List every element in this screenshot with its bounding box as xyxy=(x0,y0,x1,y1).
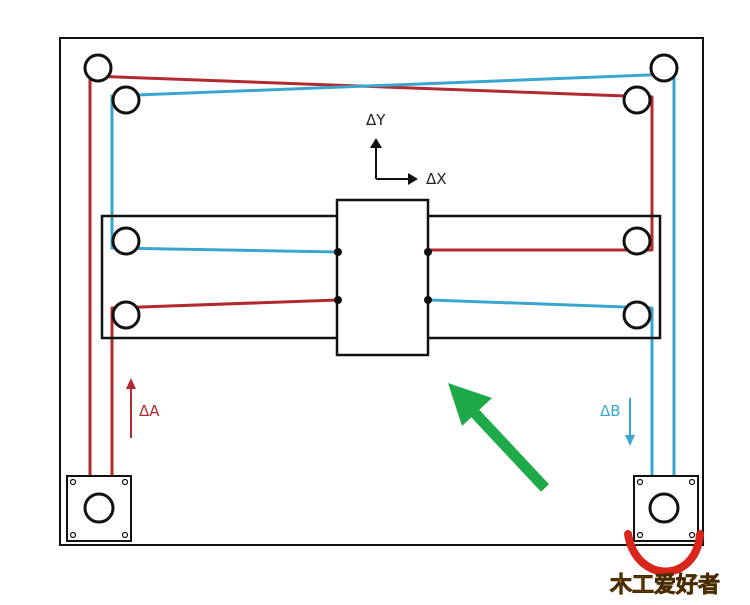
belt-b-return xyxy=(429,298,654,490)
delta-x-label: ΔX xyxy=(426,170,447,188)
pulley-top-left-outer xyxy=(83,53,113,83)
pulley-top-left-inner xyxy=(111,85,141,115)
delta-a-label: ΔA xyxy=(139,402,160,420)
watermark-text: 木工爱好者 xyxy=(609,572,720,598)
delta-a-arrow xyxy=(126,378,136,438)
pulley-gantry-right-bottom xyxy=(622,300,652,330)
delta-b-label: ΔB xyxy=(600,402,621,420)
movement-arrow xyxy=(448,383,550,492)
carriage-anchor xyxy=(334,296,342,304)
pulley-gantry-right-top xyxy=(622,226,652,256)
carriage-anchor xyxy=(334,248,342,256)
delta-b-arrow xyxy=(625,398,635,446)
delta-y-label: ΔY xyxy=(366,111,386,129)
axis-indicator xyxy=(370,138,418,185)
belt-a-return xyxy=(110,298,339,488)
pulley-top-right-inner xyxy=(622,85,652,115)
pulley-top-right-outer xyxy=(649,53,679,83)
pulley-gantry-left-top xyxy=(111,226,141,256)
watermark-logo: 木工爱好者 xyxy=(609,530,720,598)
motor-a xyxy=(66,475,132,542)
carriage-anchor xyxy=(424,248,432,256)
motor-b xyxy=(633,475,699,542)
pulley-gantry-left-bottom xyxy=(111,300,141,330)
belt-b-path xyxy=(110,72,676,496)
carriage xyxy=(335,198,430,357)
belt-a-path xyxy=(88,74,654,496)
carriage-anchor xyxy=(424,296,432,304)
